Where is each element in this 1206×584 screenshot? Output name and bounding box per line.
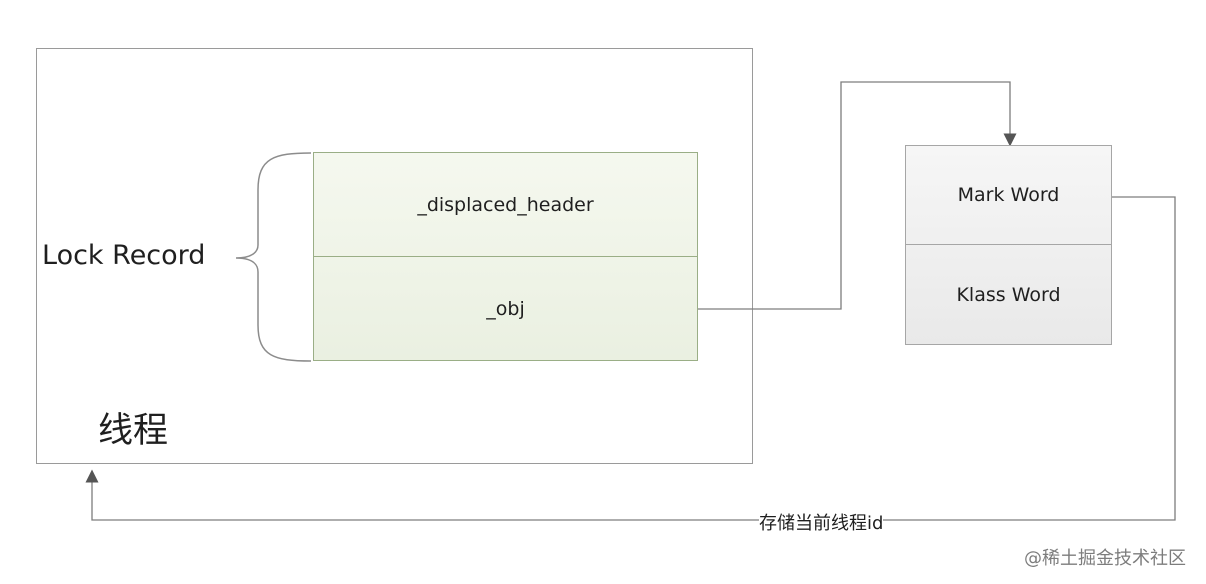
- lock-record-box: _displaced_header _obj: [313, 152, 698, 361]
- obj-to-mark-word-connector: [698, 81, 1017, 310]
- obj-field: _obj: [486, 298, 525, 320]
- store-thread-id-label: 存储当前线程id: [759, 509, 884, 535]
- object-header-box: Mark Word Klass Word: [905, 145, 1112, 345]
- thread-label: 线程: [98, 411, 169, 451]
- thread-container: [36, 48, 753, 464]
- lock-record-label: Lock Record: [42, 240, 206, 271]
- displaced-header-field: _displaced_header: [314, 153, 697, 257]
- klass-word-field: Klass Word: [956, 283, 1061, 306]
- lock-record-brace: [235, 152, 312, 362]
- mark-word-to-thread-connector: [85, 196, 1176, 521]
- mark-word-field: Mark Word: [906, 146, 1111, 245]
- watermark-text: @稀土掘金技术社区: [1024, 548, 1186, 569]
